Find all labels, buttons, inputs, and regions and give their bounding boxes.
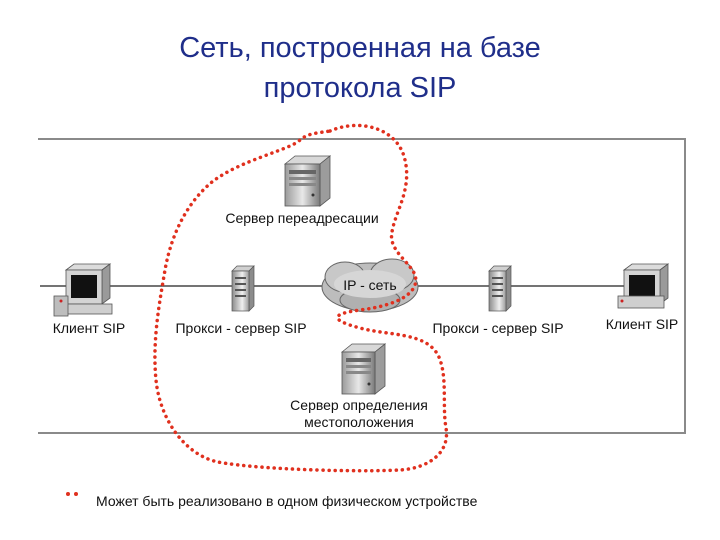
legend-text: Может быть реализовано в одном физическо… — [96, 493, 478, 509]
proxy-right-label: Прокси - сервер SIP — [432, 320, 564, 336]
redirect-server-icon — [283, 155, 332, 207]
legend-dotted-sample — [66, 492, 78, 496]
title-line-2: протокола SIP — [263, 72, 457, 104]
proxy-left-icon — [231, 265, 255, 312]
client-left-label: Клиент SIP — [52, 320, 126, 336]
client-left-icon — [53, 263, 113, 317]
ip-cloud-icon — [321, 258, 419, 313]
client-right-icon — [617, 263, 670, 309]
title-line-1: Сеть, построенная на базе — [179, 32, 541, 64]
location-server-label: Сервер определения местоположения — [266, 397, 452, 431]
proxy-left-label: Прокси - сервер SIP — [175, 320, 307, 336]
diagram-frame — [38, 138, 686, 434]
location-server-label-line-1: Сервер определения — [290, 397, 428, 413]
location-server-icon — [340, 343, 387, 395]
proxy-right-icon — [488, 265, 512, 312]
page-title: Сеть, построенная на базе протокола SIP — [0, 28, 720, 108]
ip-network-label: IP - сеть — [343, 277, 396, 293]
location-server-label-line-2: местоположения — [304, 414, 414, 430]
dotted-boundary-path — [153, 123, 449, 473]
redirect-server-label: Сервер переадресации — [225, 210, 379, 226]
client-right-label: Клиент SIP — [605, 316, 679, 332]
